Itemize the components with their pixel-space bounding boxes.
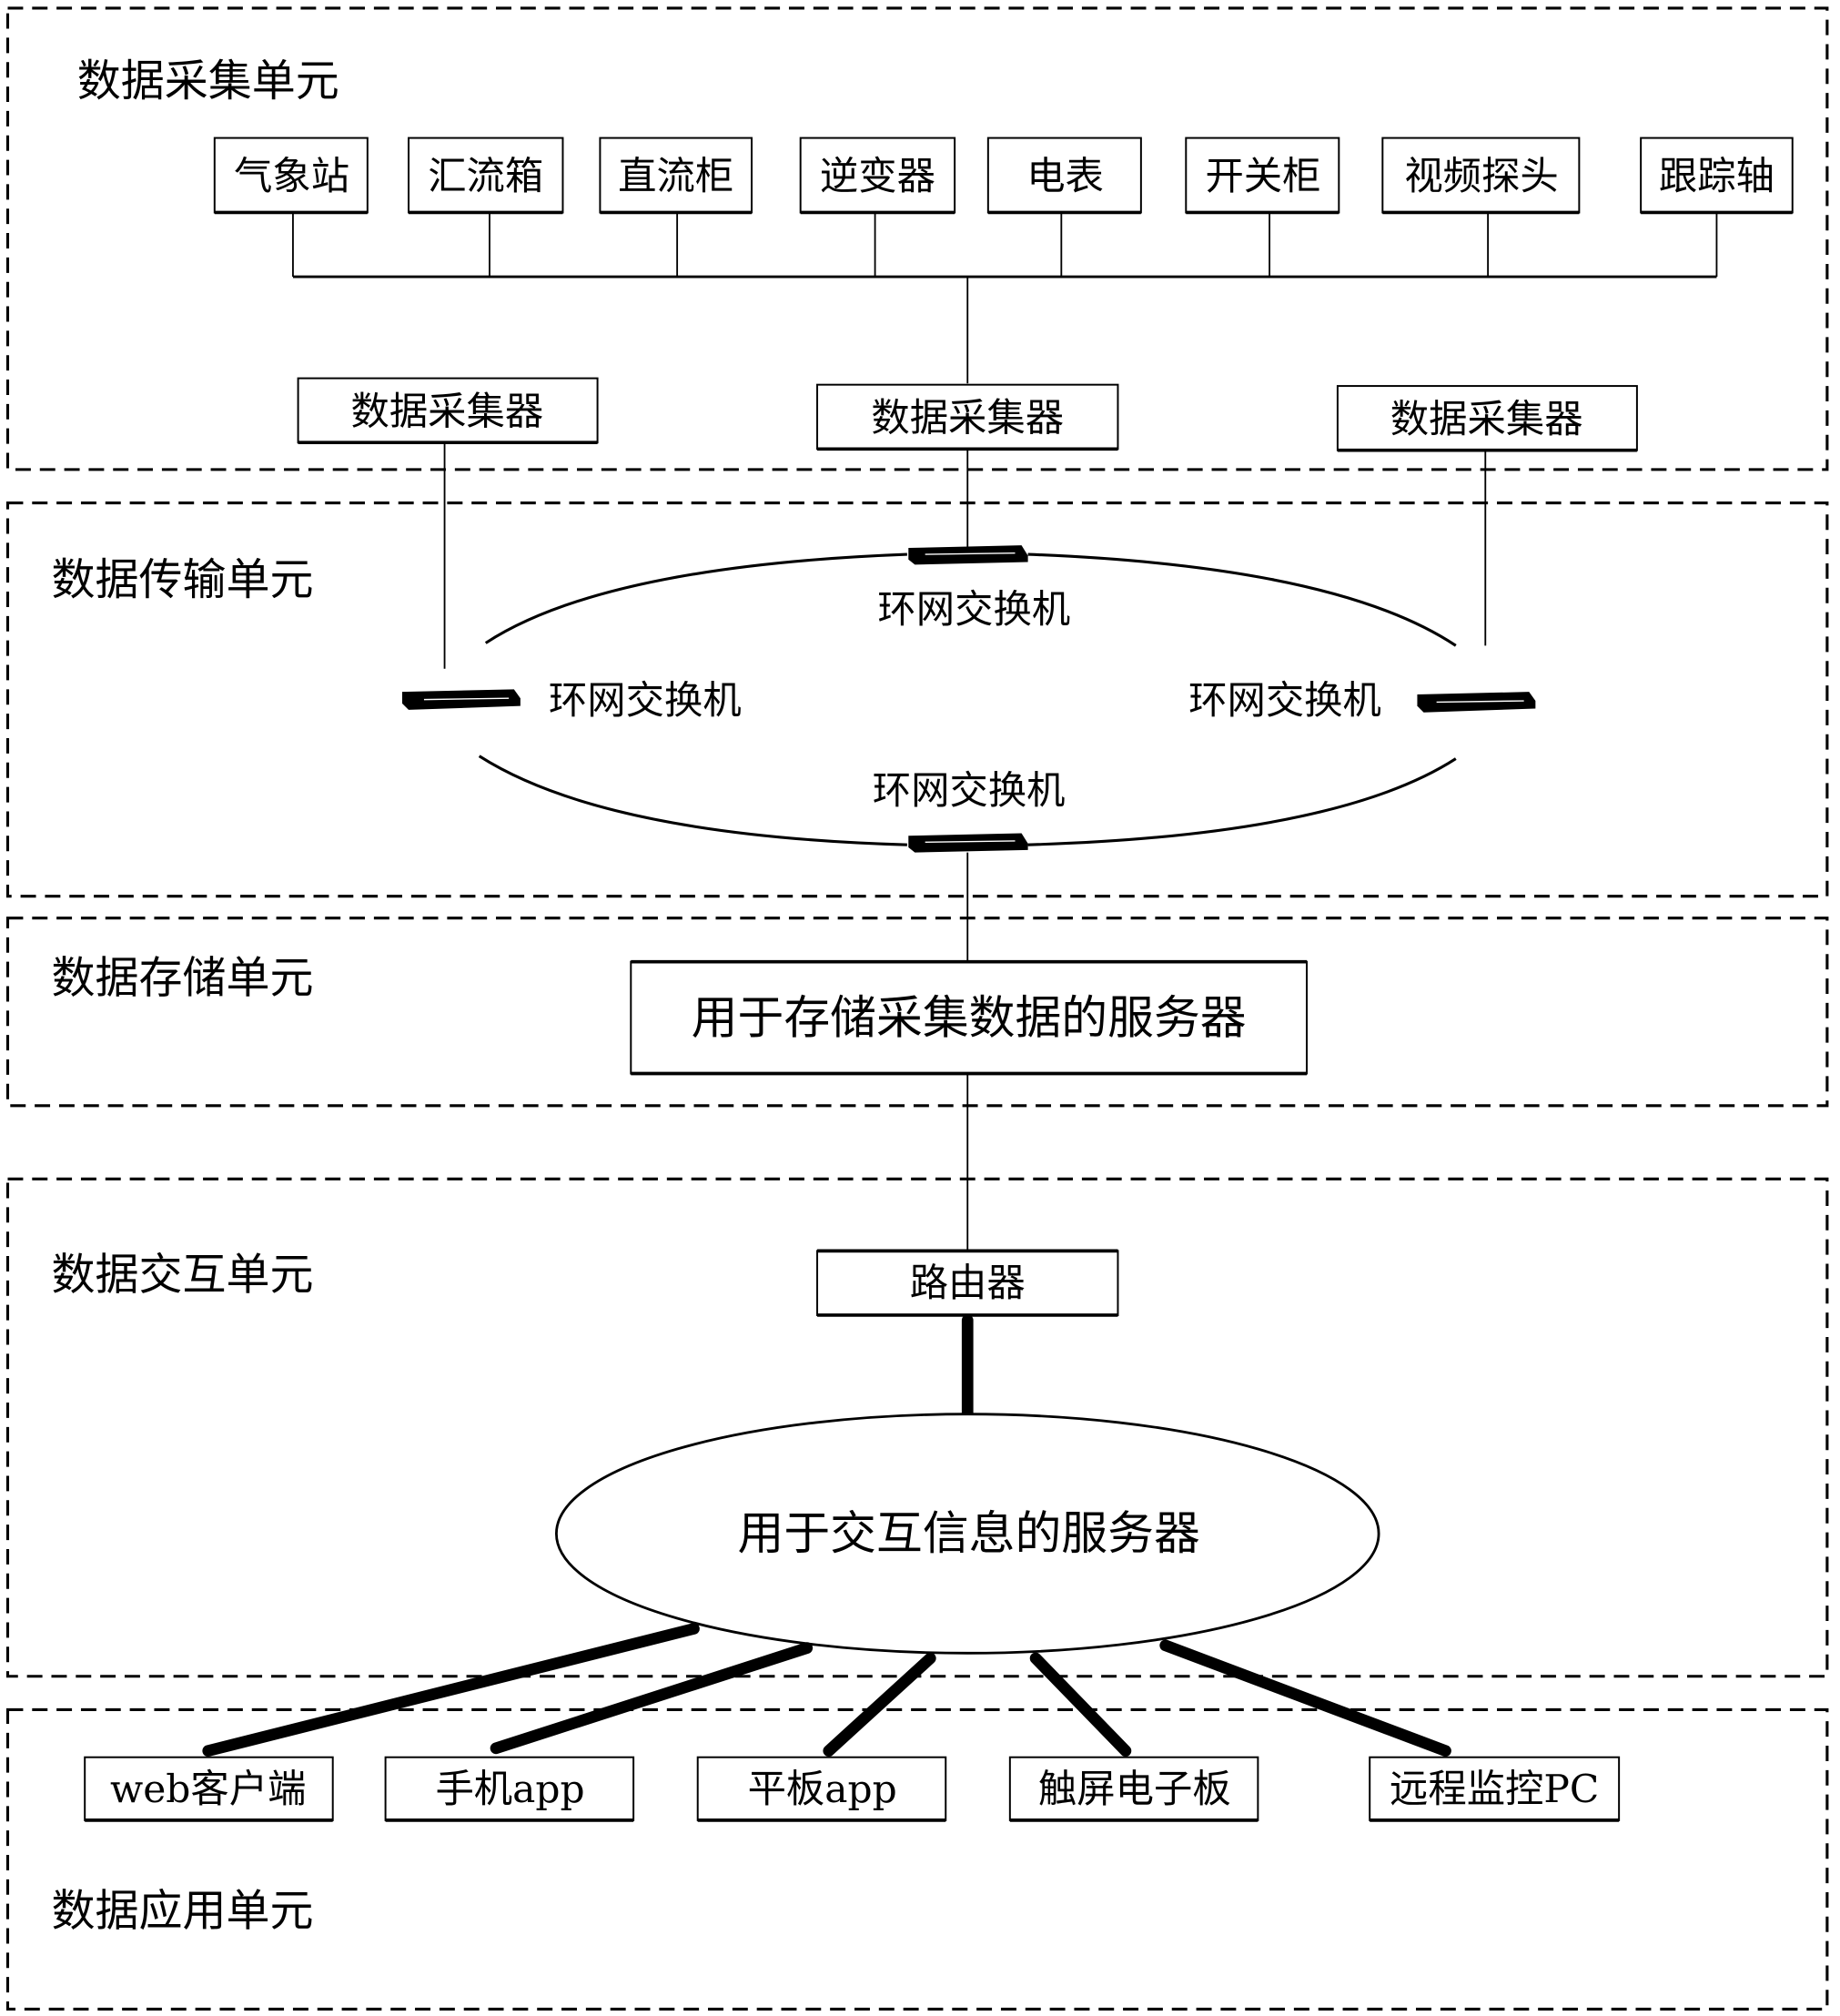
collector-right: 数据采集器 (1336, 385, 1638, 452)
svg-text:平板app: 平板app (748, 1767, 897, 1811)
svg-text:数据采集器: 数据采集器 (350, 389, 543, 433)
svg-text:数据采集器: 数据采集器 (871, 396, 1064, 441)
svg-text:用于交互信息的服务器: 用于交互信息的服务器 (738, 1506, 1200, 1560)
device-combiner-box: 汇流箱 (408, 137, 564, 215)
device-video-camera: 视频探头 (1381, 137, 1581, 215)
device-bus (292, 212, 1718, 384)
ring-network-lower-arc (478, 755, 1457, 846)
storage-unit-frame (5, 917, 1829, 1108)
collection-unit-label: 数据采集单元 (77, 56, 339, 106)
client-mobile-app: 手机app (384, 1756, 635, 1822)
svg-text:直流柜: 直流柜 (618, 154, 733, 198)
svg-text:数据采集器: 数据采集器 (1390, 397, 1583, 441)
device-dc-cabinet: 直流柜 (599, 137, 753, 215)
svg-text:远程监控PC: 远程监控PC (1390, 1767, 1599, 1811)
storage-unit-label: 数据存储单元 (51, 953, 313, 1004)
storage-server: 用于存储采集数据的服务器 (630, 959, 1309, 1076)
svg-text:电表: 电表 (1026, 154, 1104, 198)
collector-left: 数据采集器 (297, 377, 599, 445)
client-touchscreen-board: 触屏电子板 (1008, 1756, 1259, 1822)
link-web-client (202, 1623, 700, 1757)
link-mobile-app (490, 1642, 814, 1755)
switch-icon-top (908, 545, 1028, 565)
application-unit-frame (5, 1707, 1829, 2011)
svg-text:跟踪轴: 跟踪轴 (1659, 154, 1774, 198)
svg-text:开关柜: 开关柜 (1205, 154, 1320, 198)
switch-label-left: 环网交换机 (549, 678, 742, 723)
switch-icon-bottom (908, 833, 1028, 853)
client-remote-pc: 远程监控PC (1369, 1756, 1621, 1822)
interaction-unit-label: 数据交互单元 (51, 1250, 313, 1301)
svg-text:气象站: 气象站 (234, 154, 349, 198)
client-web: web客户端 (84, 1756, 334, 1822)
switch-label-top: 环网交换机 (877, 587, 1070, 632)
device-switchgear: 开关柜 (1185, 137, 1340, 215)
svg-text:手机app: 手机app (435, 1767, 584, 1811)
link-remote-pc (1159, 1639, 1451, 1757)
switch-label-bottom: 环网交换机 (873, 768, 1066, 813)
ring-network-upper-arc (484, 552, 1457, 647)
svg-text:视频探头: 视频探头 (1404, 154, 1558, 198)
device-weather-station: 气象站 (213, 137, 369, 215)
device-electric-meter: 电表 (986, 137, 1142, 215)
interaction-server: 用于交互信息的服务器 (554, 1413, 1380, 1655)
transmission-unit-frame (5, 501, 1829, 898)
switch-icon-left (401, 689, 521, 710)
svg-text:汇流箱: 汇流箱 (428, 154, 543, 198)
link-touchscreen-board (1029, 1652, 1132, 1757)
svg-text:逆变器: 逆变器 (820, 154, 935, 198)
switch-icon-right (1417, 692, 1536, 713)
switch-label-right: 环网交换机 (1188, 678, 1381, 723)
application-unit-label: 数据应用单元 (51, 1886, 313, 1937)
device-inverter: 逆变器 (799, 137, 956, 215)
collection-unit-frame (5, 6, 1829, 471)
link-tablet-app (823, 1652, 936, 1757)
svg-text:用于存储采集数据的服务器: 用于存储采集数据的服务器 (692, 991, 1247, 1045)
svg-text:路由器: 路由器 (910, 1261, 1026, 1305)
svg-text:web客户端: web客户端 (110, 1767, 307, 1811)
svg-text:触屏电子板: 触屏电子板 (1038, 1767, 1231, 1811)
device-tracking-axis: 跟踪轴 (1640, 137, 1794, 215)
collector-center: 数据采集器 (816, 383, 1119, 451)
router: 路由器 (816, 1249, 1119, 1317)
transmission-unit-label: 数据传输单元 (51, 554, 313, 605)
client-tablet-app: 平板app (696, 1756, 947, 1822)
